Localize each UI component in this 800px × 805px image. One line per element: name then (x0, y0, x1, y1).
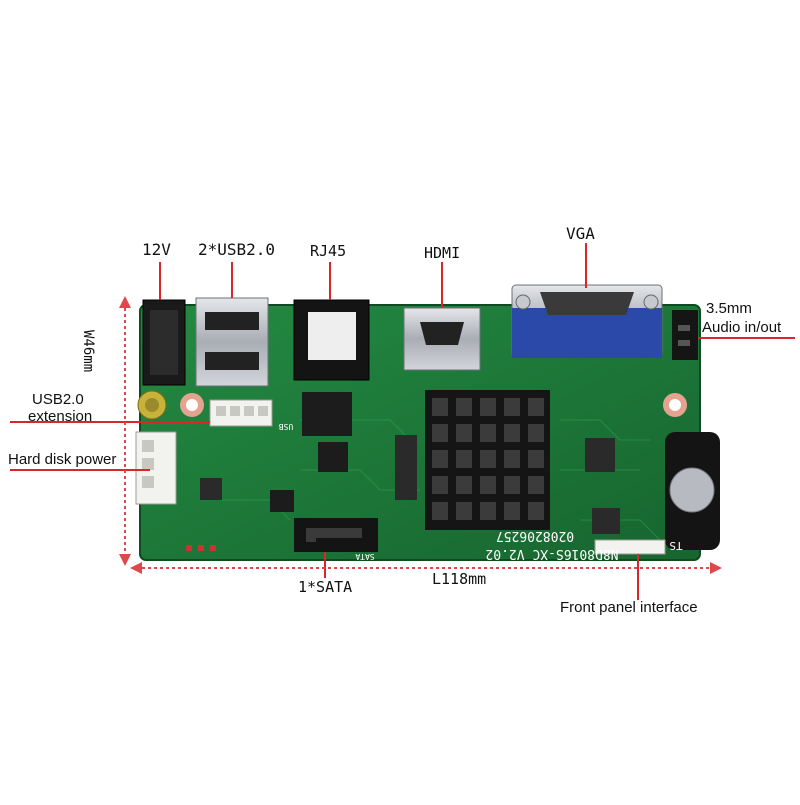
label-front-panel: Front panel interface (560, 599, 698, 616)
hdmi-port (403, 307, 481, 371)
test-pads (186, 545, 216, 551)
sata-silk: SATA (355, 552, 374, 561)
mount-holes (180, 393, 687, 417)
leader-lines (10, 243, 795, 600)
label-hdd-power: Hard disk power (8, 451, 117, 468)
label-audio-size: 3.5mm (706, 300, 752, 317)
ts-silk: TS (669, 539, 682, 552)
label-usb-ext-1: USB2.0 (32, 391, 84, 408)
sata-port (294, 518, 378, 552)
label-width: W46mm (80, 330, 96, 373)
label-12v: 12V (142, 240, 171, 259)
label-audio-io: Audio in/out (702, 319, 782, 336)
vga-port (511, 284, 663, 358)
front-panel-connector (594, 539, 666, 555)
ic-chips (200, 392, 620, 534)
label-sata: 1*SATA (298, 578, 353, 596)
label-hdmi: HDMI (424, 244, 461, 262)
label-rj45: RJ45 (310, 242, 347, 260)
power-jack (142, 299, 186, 386)
coin-battery (665, 432, 720, 550)
label-usb-rear: 2*USB2.0 (198, 240, 276, 259)
dimension-arrows (119, 296, 722, 574)
label-usb-ext-2: extension (28, 408, 93, 425)
label-length: L118mm (432, 570, 487, 588)
capacitor (137, 390, 167, 420)
label-vga: VGA (566, 224, 595, 243)
usb-ext-header (209, 399, 273, 427)
usb-silk: USB (279, 422, 294, 431)
heatsink (395, 390, 550, 530)
audio-jack (672, 310, 698, 360)
usb-ports (195, 297, 269, 387)
board-model-silk: N8D8016S-XC V2.02 (485, 546, 618, 561)
hdd-power-header (135, 431, 177, 505)
rj45-port (293, 299, 370, 381)
board-serial-silk: 0208206257 (496, 528, 574, 543)
dimension-lines (124, 302, 716, 569)
